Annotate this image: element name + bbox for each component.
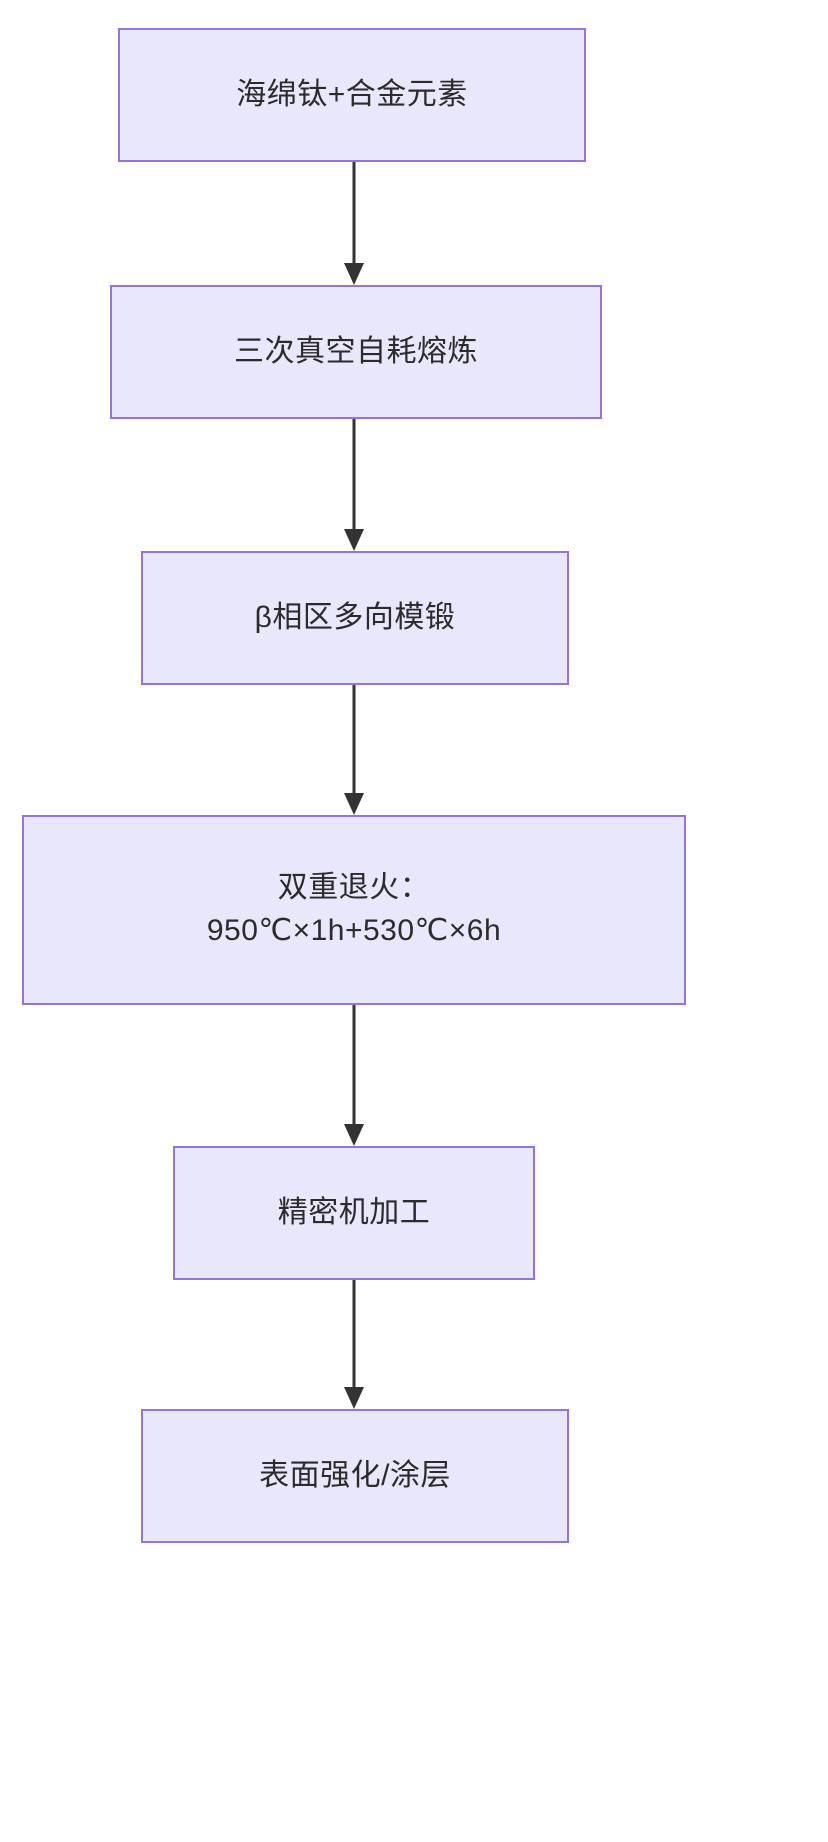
flow-node-label: 三次真空自耗熔炼 [234, 334, 478, 368]
flow-node-precision-machining[interactable]: 精密机加工 [173, 1146, 535, 1280]
edge-node4-to-node5 [344, 1005, 364, 1146]
flow-node-duplex-annealing[interactable]: 双重退火： 950℃×1h+530℃×6h [22, 815, 686, 1005]
edge-node1-to-node2 [344, 162, 364, 285]
edge-node2-to-node3 [344, 419, 364, 551]
edge-node5-to-node6 [344, 1280, 364, 1409]
flow-node-beta-forging[interactable]: β相区多向模锻 [141, 551, 569, 685]
flow-node-label: 双重退火： [277, 871, 431, 905]
flow-node-raw-material[interactable]: 海绵钛+合金元素 [118, 28, 586, 162]
flow-node-label: 精密机加工 [277, 1195, 431, 1229]
flow-node-label: 表面强化/涂层 [259, 1458, 451, 1492]
flow-node-label: β相区多向模锻 [254, 600, 456, 634]
flow-node-label: 海绵钛+合金元素 [236, 77, 468, 111]
flow-node-surface-treatment[interactable]: 表面强化/涂层 [141, 1409, 569, 1543]
edge-node3-to-node4 [344, 685, 364, 815]
flow-node-label-secondary: 950℃×1h+530℃×6h [206, 914, 502, 947]
flow-node-vacuum-melting[interactable]: 三次真空自耗熔炼 [110, 285, 602, 419]
